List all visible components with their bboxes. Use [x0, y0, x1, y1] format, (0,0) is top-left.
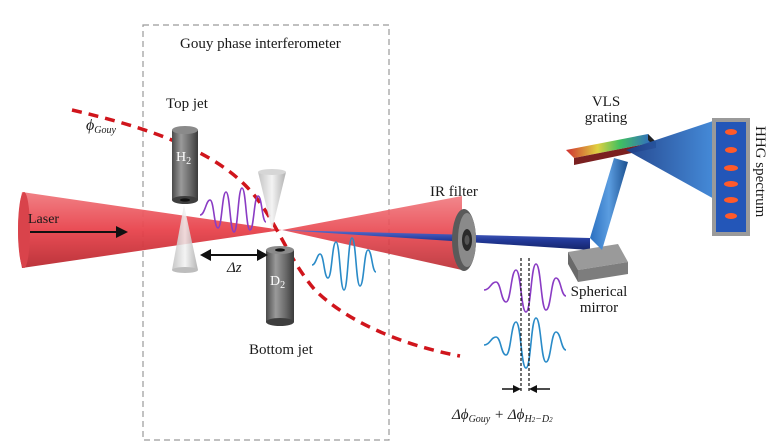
gas-cone-top-jet-base — [172, 267, 198, 273]
ir-filter-label: IR filter — [430, 184, 478, 200]
purple-wave-interferometer — [199, 187, 267, 233]
delta-z-arrowhead-left — [200, 249, 211, 261]
d2-label: D2 — [270, 274, 286, 291]
vls-grating-label: VLS grating — [568, 94, 644, 127]
spherical-mirror-label: Spherical mirror — [561, 284, 637, 317]
top-jet-label: Top jet — [166, 96, 208, 112]
top-jet-nozzle — [180, 198, 190, 202]
bottom-jet-body — [266, 250, 294, 322]
spectral-fan — [626, 120, 716, 200]
ir-filter-aperture — [464, 235, 470, 245]
gas-cone-bottom-jet — [258, 172, 286, 230]
spherical-mirror-line2: mirror — [579, 299, 619, 316]
bottom-jet-label: Bottom jet — [249, 342, 313, 358]
phase-equation: ΔϕGouy + ΔϕH2−D2 — [452, 407, 553, 425]
phase-arrowhead-left — [513, 385, 521, 393]
phase-arrowhead-right — [529, 385, 537, 393]
gas-cone-bottom-jet-top — [258, 169, 286, 175]
hhg-spectrum-label: HHG spectrum — [752, 126, 768, 218]
spherical-mirror-line1: Spherical — [570, 284, 628, 300]
spherical-mirror-front — [568, 252, 578, 282]
top-jet-body — [172, 130, 198, 200]
blue-wave-inset — [483, 317, 567, 369]
purple-wave-inset — [483, 263, 567, 313]
spherical-mirror-side — [578, 262, 628, 282]
phi-gouy-label: ϕGouy — [86, 117, 116, 136]
laser-arrowhead — [116, 226, 128, 238]
blue-wave-interferometer — [311, 237, 377, 291]
xuv-beam — [282, 230, 590, 250]
box-title: Gouy phase interferometer — [180, 36, 341, 52]
laser-beam-face — [18, 192, 30, 268]
vls-grating-line2: grating — [584, 109, 628, 126]
gouy-phase-curve — [71, 108, 461, 358]
delta-z-label: Δz — [227, 260, 242, 276]
spherical-mirror-top — [568, 244, 628, 270]
gas-cone-top-jet — [172, 205, 198, 270]
laser-beam-cone — [18, 192, 282, 268]
mirror-to-grating-beam — [590, 158, 628, 250]
delta-z-arrowhead-right — [257, 249, 268, 261]
vls-grating-top — [566, 134, 656, 158]
vls-grating-line1: VLS — [591, 94, 621, 110]
top-jet-cap — [172, 126, 198, 134]
h2-label: H2 — [176, 150, 192, 167]
laser-label: Laser — [28, 212, 60, 227]
bottom-jet-nozzle — [275, 248, 285, 252]
bottom-jet-bottom — [266, 318, 294, 326]
hhg-harmonics — [724, 129, 738, 219]
